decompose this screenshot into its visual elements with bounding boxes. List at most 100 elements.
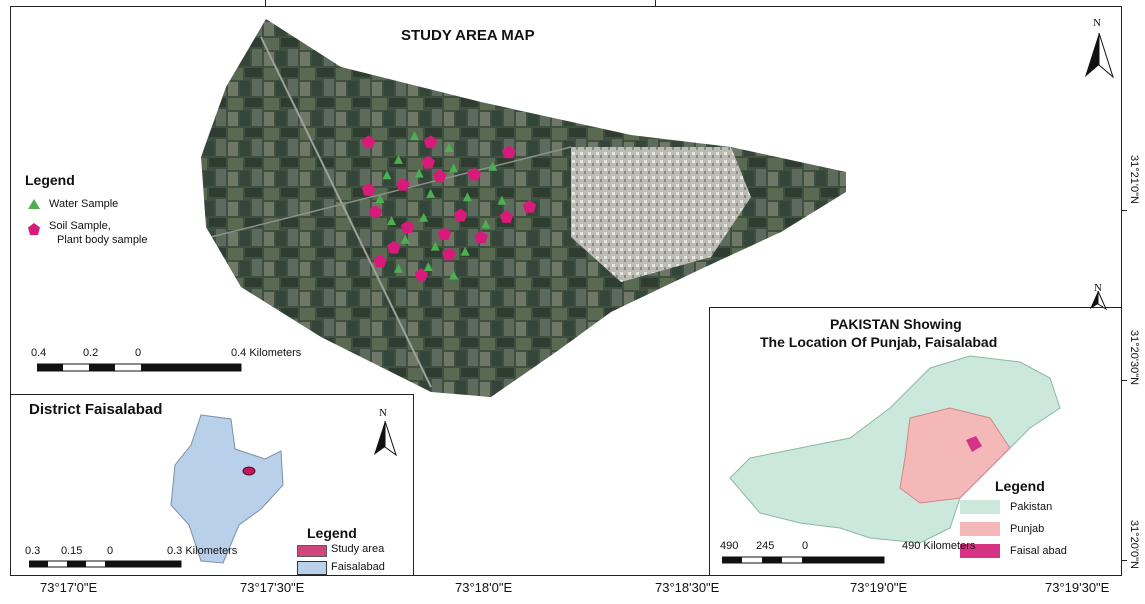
water-sample-point (460, 246, 470, 256)
district-north-arrow: N (371, 407, 405, 457)
scale-label: 0.3 (25, 545, 41, 557)
latitude-label: 31°20'0"N (1128, 520, 1140, 569)
water-sample-point (410, 131, 419, 141)
district-legend-swatch-faisalabad (297, 561, 327, 575)
north-label: N (1093, 17, 1101, 29)
water-sample-point (426, 188, 436, 198)
water-sample-point (393, 263, 403, 273)
latitude-label: 31°21'0"N (1128, 155, 1140, 204)
soil-sample-point (387, 240, 401, 254)
scale-label: 0.2 (83, 347, 99, 359)
district-legend-swatch-study (297, 545, 327, 557)
soil-sample-point (433, 169, 447, 183)
water-sample-point (382, 170, 392, 180)
map-frame: STUDY AREA MAP N Legend Water Sample Soi… (10, 6, 1122, 576)
pakistan-legend-title: Legend (995, 478, 1045, 494)
scale-label: 0 (135, 347, 142, 359)
soil-sample-point (373, 254, 387, 268)
longitude-label: 73°19'30"E (1045, 580, 1110, 595)
scale-label: 0.15 (61, 545, 83, 557)
main-north-arrow: N (1081, 17, 1121, 79)
water-sample-point (419, 212, 429, 222)
water-sample-point (423, 262, 433, 271)
water-sample-point (449, 163, 459, 173)
district-title: District Faisalabad (29, 401, 163, 418)
scale-label: 490 Kilometers (902, 540, 976, 552)
scale-label: 0 (107, 545, 114, 557)
soil-sample-point (453, 208, 468, 222)
district-scale-bar: 0.3 0.15 0 0.3 Kilometers (25, 545, 295, 573)
north-label: N (1094, 282, 1102, 294)
water-sample-point (387, 216, 396, 226)
district-shape (170, 414, 284, 564)
soil-sample-point (423, 135, 438, 149)
faisalabad-marker (966, 436, 982, 452)
pakistan-title-line2: The Location Of Punjab, Faisalabad (760, 334, 998, 350)
main-legend: Legend Water Sample Soil Sample, Plant b… (21, 172, 221, 252)
punjab-legend-swatch (960, 522, 1000, 536)
pakistan-shape (729, 355, 1061, 544)
faisalabad-legend-item: Faisal abad (1010, 545, 1067, 557)
legend-item-soil: Soil Sample, (49, 220, 111, 232)
main-map-title: STUDY AREA MAP (401, 27, 535, 44)
legend-item-water: Water Sample (49, 198, 119, 210)
water-sample-points (375, 131, 507, 280)
water-sample-point (444, 143, 454, 152)
soil-sample-point (442, 247, 456, 261)
scale-bar-graphic (37, 363, 242, 372)
scale-label: 0.4 (31, 347, 47, 359)
longitude-label: 73°17'0"E (40, 580, 98, 595)
soil-sample-point (502, 145, 516, 159)
north-label: N (379, 407, 387, 419)
water-sample-point (488, 161, 498, 171)
longitude-label: 73°18'0"E (455, 580, 513, 595)
soil-sample-point (400, 220, 415, 234)
water-sample-point (497, 195, 507, 205)
water-sample-point (430, 241, 440, 251)
district-legend-study: Study area (331, 543, 385, 555)
soil-sample-point (474, 230, 488, 244)
longitude-label: 73°17'30"E (240, 580, 305, 595)
soil-sample-point (421, 155, 435, 169)
soil-sample-point (361, 135, 376, 149)
soil-sample-points (361, 135, 537, 281)
soil-sample-point (437, 227, 452, 240)
water-sample-point (462, 192, 472, 202)
soil-sample-point (414, 268, 429, 281)
north-arrow-icon (1090, 290, 1107, 310)
soil-sample-point (396, 177, 410, 191)
punjab-legend-item: Punjab (1010, 523, 1045, 535)
main-scale-bar: 0.4 0.2 0 0.4 Kilometers (31, 347, 351, 377)
pakistan-north-arrow: N (1086, 282, 1120, 310)
legend-item-plant: Plant body sample (57, 234, 148, 246)
pakistan-title-line1: PAKISTAN Showing (830, 316, 962, 332)
water-sample-point (393, 154, 403, 164)
scale-label: 490 (720, 540, 739, 552)
district-legend-title: Legend (307, 525, 357, 541)
latitude-label: 31°20'30"N (1128, 330, 1140, 386)
longitude-label: 73°18'30"E (655, 580, 720, 595)
scale-label: 245 (756, 540, 775, 552)
water-sample-point (414, 168, 424, 178)
scale-label: 0.3 Kilometers (167, 545, 238, 557)
pakistan-legend-item: Pakistan (1010, 501, 1053, 513)
scale-label: 0.4 Kilometers (231, 347, 302, 359)
scale-label: 0 (802, 540, 809, 552)
study-area-marker (242, 466, 256, 476)
soil-sample-point (467, 167, 481, 181)
water-sample-point (375, 194, 385, 203)
north-arrow-icon (374, 420, 397, 457)
water-triangle-icon (28, 199, 40, 209)
soil-sample-point (361, 183, 376, 196)
pakistan-scale-bar: 490 245 0 490 Kilometers (720, 540, 975, 570)
district-legend-faisalabad: Faisalabad (331, 561, 385, 573)
scale-bar-graphic (29, 560, 182, 568)
district-inset: District Faisalabad N Legend Study area … (10, 394, 414, 576)
north-arrow-icon (1085, 32, 1115, 79)
legend-title: Legend (25, 172, 75, 188)
water-sample-point (449, 270, 459, 280)
pakistan-inset: PAKISTAN Showing The Location Of Punjab,… (709, 282, 1122, 576)
faisalabad-legend-swatch (960, 544, 1000, 558)
scale-bar-graphic (722, 556, 885, 564)
water-sample-point (481, 219, 491, 229)
